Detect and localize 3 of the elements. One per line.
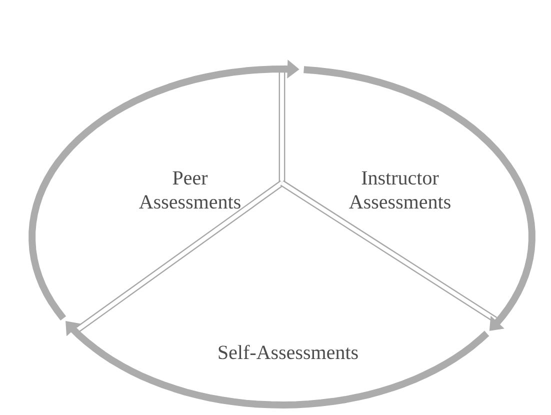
sector-label: Self-Assessments <box>218 344 358 360</box>
sector-label: Peer Assessments <box>139 171 240 209</box>
sector-label: Instructor Assessments <box>349 171 450 209</box>
